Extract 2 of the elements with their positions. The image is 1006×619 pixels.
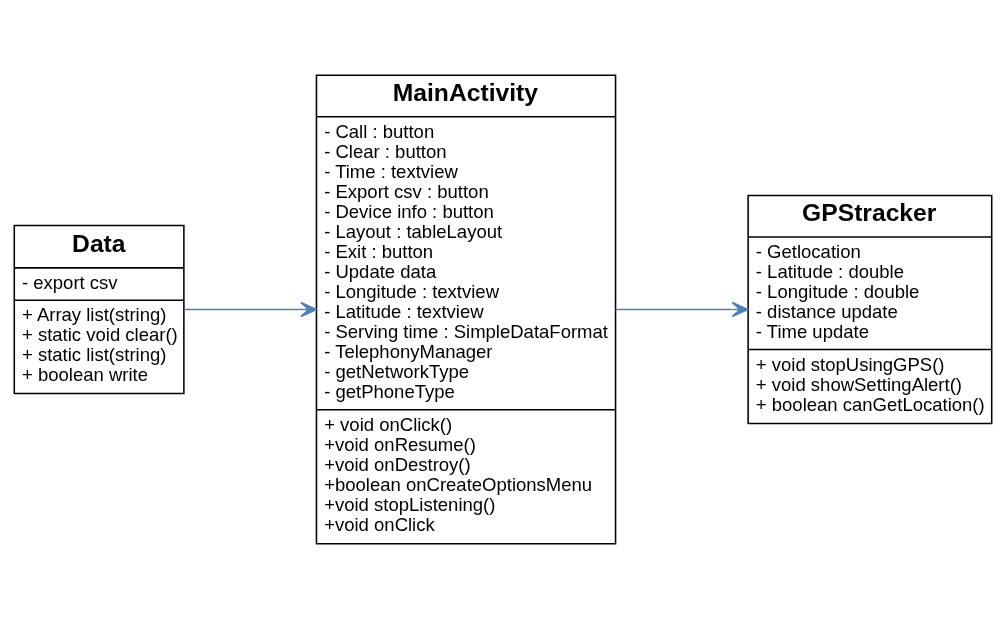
arrow [183, 301, 318, 318]
arrow [614, 301, 749, 318]
